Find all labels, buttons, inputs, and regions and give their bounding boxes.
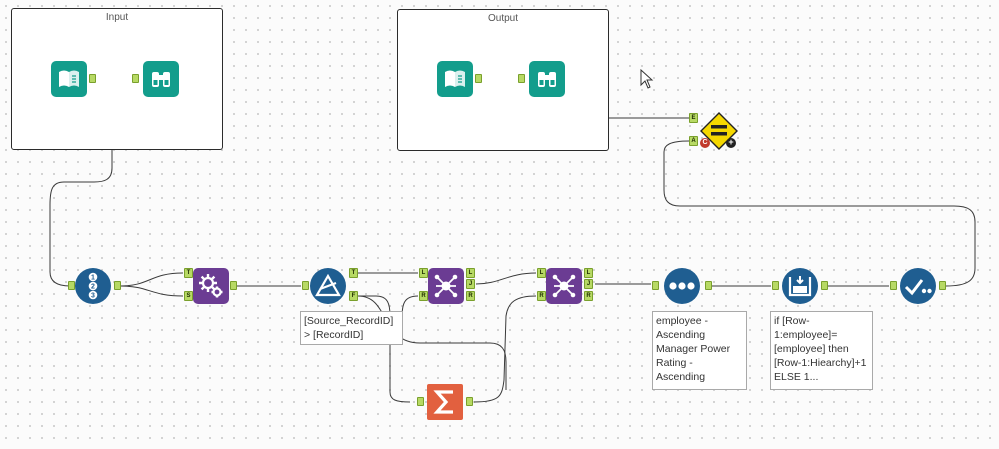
sort-annotation: employee - Ascending Manager Power Ratin… xyxy=(652,311,747,390)
join1-anchor-r-out[interactable]: R xyxy=(466,291,475,301)
wire-join1-join2-l xyxy=(475,272,537,285)
summarize-tool[interactable] xyxy=(427,384,463,420)
output-anchor[interactable] xyxy=(114,281,121,290)
output-anchor[interactable] xyxy=(705,281,712,290)
sort-tool[interactable] xyxy=(664,268,700,304)
container-title: Output xyxy=(487,13,519,24)
output-anchor[interactable] xyxy=(475,74,482,83)
input-anchor[interactable] xyxy=(132,74,139,83)
book-input-icon xyxy=(445,70,465,87)
multirow-icon xyxy=(788,276,812,297)
join1-anchor-j-out[interactable]: J xyxy=(466,279,475,289)
join-hub-icon xyxy=(434,274,458,298)
join-hub-icon xyxy=(552,274,576,298)
join-tool-1[interactable] xyxy=(428,268,464,304)
sigma-icon xyxy=(433,390,453,414)
join1-anchor-l-out[interactable]: L xyxy=(466,268,475,278)
input-container[interactable]: Input xyxy=(11,8,223,150)
add-icon[interactable]: + xyxy=(726,138,736,148)
svg-text:1: 1 xyxy=(91,275,95,282)
filter-tool[interactable] xyxy=(310,268,346,304)
join1-anchor-l[interactable]: L xyxy=(419,268,428,278)
output-container[interactable]: Output xyxy=(397,9,609,151)
multirow-annotation: if [Row-1:employee]=[employee] then [Row… xyxy=(770,311,873,390)
check-icon xyxy=(904,279,932,296)
input-anchor[interactable] xyxy=(68,281,75,290)
input-anchor[interactable] xyxy=(302,281,309,290)
connection-progress-badge: C xyxy=(700,138,710,148)
filter-anchor-f[interactable]: F xyxy=(349,291,358,301)
record-id-123-icon: 1 2 3 xyxy=(88,272,98,300)
output-anchor[interactable] xyxy=(89,74,96,83)
browse-tool[interactable] xyxy=(529,61,565,97)
filter-anchor-t[interactable]: T xyxy=(349,268,358,278)
output-anchor[interactable] xyxy=(939,281,946,290)
wire-summarize-join2-r xyxy=(473,295,537,403)
binoculars-icon xyxy=(152,72,170,87)
output-anchor[interactable] xyxy=(466,397,473,406)
browse-tool[interactable] xyxy=(143,61,179,97)
join2-anchor-l-out[interactable]: L xyxy=(584,268,593,278)
join1-anchor-r[interactable]: R xyxy=(419,291,428,301)
join2-anchor-j-out[interactable]: J xyxy=(584,279,593,289)
output-anchor[interactable] xyxy=(230,281,237,290)
svg-text:3: 3 xyxy=(91,293,95,300)
select-anchor-t[interactable]: T xyxy=(184,268,193,278)
output-anchor[interactable] xyxy=(821,281,828,290)
test-anchor-actual[interactable]: A xyxy=(689,136,698,146)
dots-icon xyxy=(669,282,695,290)
mouse-cursor-icon xyxy=(640,69,654,89)
filter-annotation: [Source_RecordID] > [RecordID] xyxy=(300,311,403,345)
select-anchor-s[interactable]: S xyxy=(184,291,193,301)
wire-recordid-select-s xyxy=(119,285,184,297)
container-title: Input xyxy=(105,12,129,23)
record-id-tool[interactable]: 1 2 3 xyxy=(75,268,111,304)
wire-unique-test-actual xyxy=(663,140,976,287)
input-data-tool[interactable] xyxy=(51,61,87,97)
multi-row-formula-tool[interactable] xyxy=(782,268,818,304)
book-input-icon xyxy=(59,70,79,87)
test-anchor-expected[interactable]: E xyxy=(689,113,698,123)
input-data-tool[interactable] xyxy=(437,61,473,97)
join2-anchor-l[interactable]: L xyxy=(537,268,546,278)
input-anchor[interactable] xyxy=(772,281,779,290)
binoculars-icon xyxy=(538,72,556,87)
wire-recordid-select-t xyxy=(119,272,184,287)
filter-triangle-icon xyxy=(315,274,341,297)
gears-tool[interactable] xyxy=(193,268,229,304)
join2-anchor-r[interactable]: R xyxy=(537,291,546,301)
input-anchor[interactable] xyxy=(518,74,525,83)
unique-tool[interactable] xyxy=(900,268,936,304)
join-tool-2[interactable] xyxy=(546,268,582,304)
join2-anchor-r-out[interactable]: R xyxy=(584,291,593,301)
wire-join1-r-up xyxy=(401,295,419,338)
input-anchor[interactable] xyxy=(890,281,897,290)
input-anchor[interactable] xyxy=(652,281,659,290)
input-anchor[interactable] xyxy=(417,397,424,406)
gears-icon xyxy=(199,274,223,298)
svg-text:2: 2 xyxy=(91,284,95,291)
